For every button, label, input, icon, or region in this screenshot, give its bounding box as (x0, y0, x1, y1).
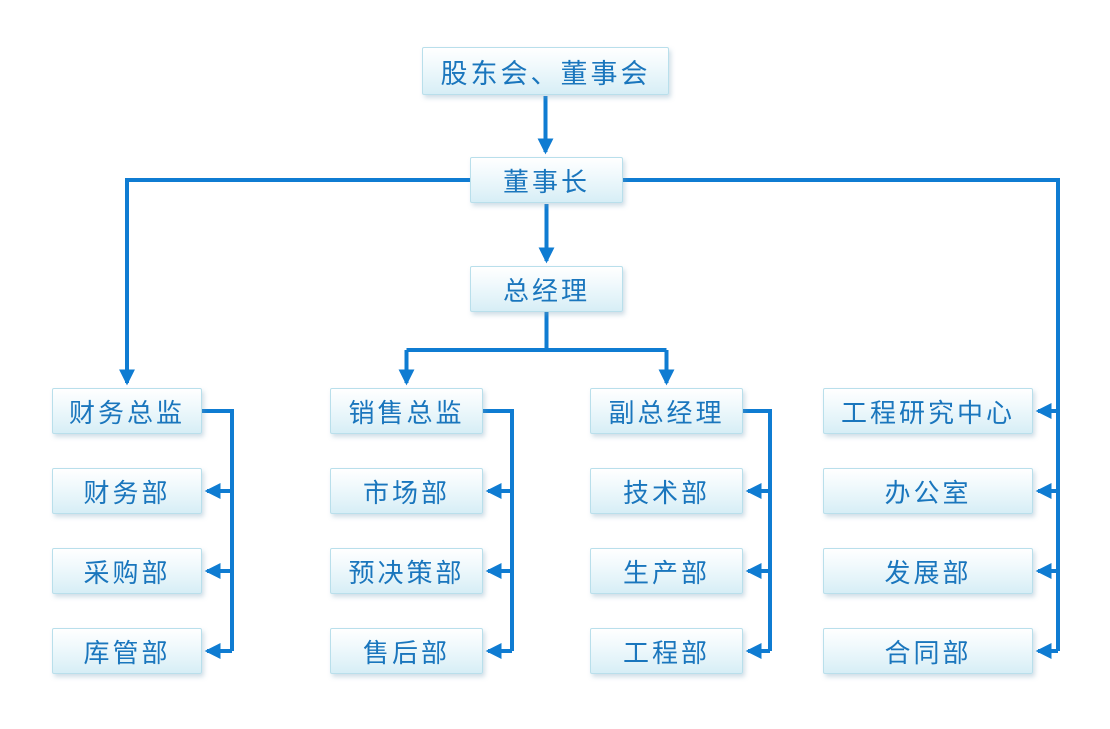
node-deputy-general-manager: 副总经理 (590, 388, 743, 434)
connector-finance-feeder (202, 409, 234, 651)
connector-deputy-feeder (743, 409, 772, 651)
connector-gm-t-split (406, 312, 667, 352)
node-finance-dept: 财务部 (52, 468, 202, 514)
node-warehouse-dept: 库管部 (52, 628, 202, 674)
node-purchasing-dept: 采购部 (52, 548, 202, 594)
node-finance-director: 财务总监 (52, 388, 202, 434)
node-budget-decision-dept: 预决策部 (330, 548, 483, 594)
connector-chairman-right-trunk (623, 178, 1060, 651)
node-engineering-dept: 工程部 (590, 628, 743, 674)
connector-chairman-finance-director (119, 178, 470, 386)
node-after-sales-dept: 售后部 (330, 628, 483, 674)
node-general-manager: 总经理 (470, 266, 623, 312)
node-chairman: 董事长 (470, 157, 623, 203)
node-marketing-dept: 市场部 (330, 468, 483, 514)
node-sales-director: 销售总监 (330, 388, 483, 434)
node-contract-dept: 合同部 (823, 628, 1033, 674)
node-production-dept: 生产部 (590, 548, 743, 594)
node-office: 办公室 (823, 468, 1033, 514)
node-technology-dept: 技术部 (590, 468, 743, 514)
node-development-dept: 发展部 (823, 548, 1033, 594)
node-board-of-directors: 股东会、董事会 (422, 47, 669, 95)
node-engineering-research-center: 工程研究中心 (823, 388, 1033, 434)
connector-sales-feeder (483, 409, 514, 651)
